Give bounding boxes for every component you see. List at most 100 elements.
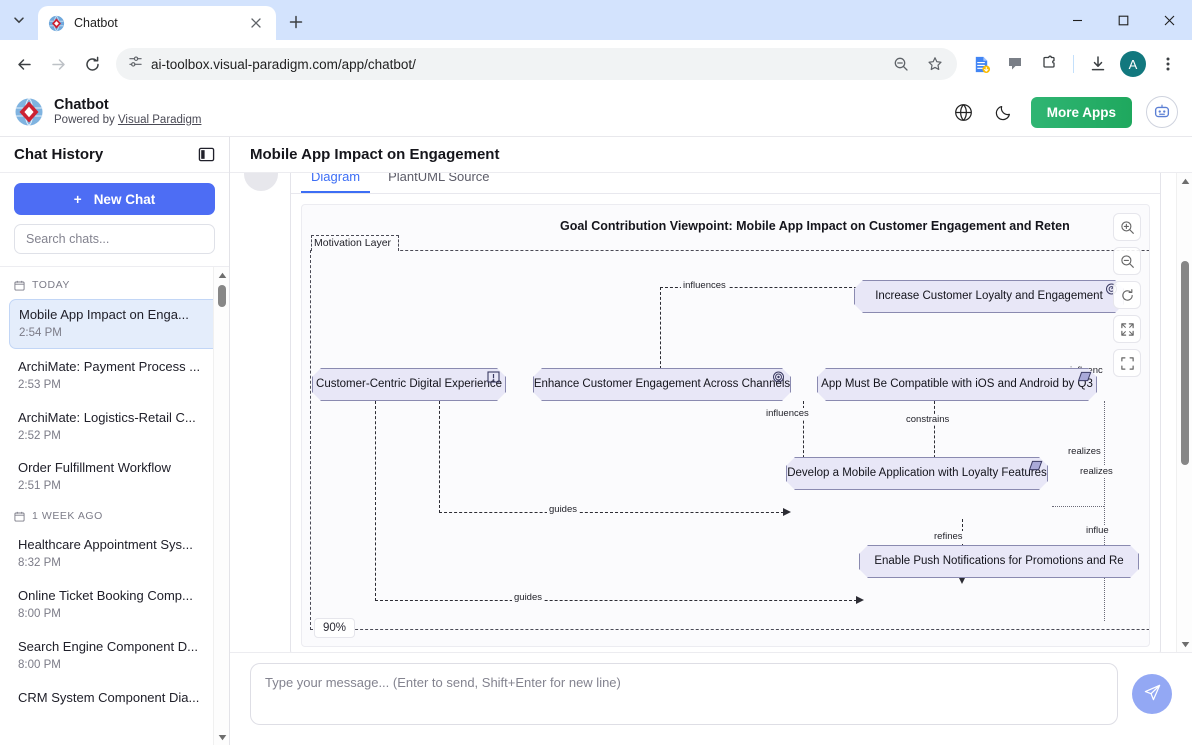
edge-label-realizes: realizes [1066, 446, 1103, 457]
zoom-in-icon[interactable] [1113, 213, 1141, 241]
tab-plantuml-source[interactable]: PlantUML Source [388, 173, 490, 184]
chat-list-item[interactable]: ArchiMate: Logistics-Retail C... 2:52 PM [9, 403, 220, 451]
tab-diagram[interactable]: Diagram [301, 173, 371, 193]
visual-paradigm-logo-icon [14, 97, 44, 127]
chat-item-time: 8:00 PM [18, 658, 61, 671]
more-apps-button[interactable]: More Apps [1030, 96, 1132, 128]
close-icon[interactable] [246, 13, 266, 33]
edge-realizes-h [1052, 506, 1104, 507]
window-close-button[interactable] [1146, 0, 1192, 40]
window-minimize-button[interactable] [1054, 0, 1100, 40]
chat-list-item[interactable]: Search Engine Component D... 8:00 PM [9, 632, 220, 680]
chat-item-time: 2:51 PM [18, 480, 61, 493]
visual-paradigm-icon [48, 15, 65, 32]
scroll-down-icon[interactable] [214, 729, 229, 745]
conversation-scrollbar[interactable] [1176, 173, 1192, 652]
fit-to-screen-icon[interactable] [1113, 349, 1141, 377]
globe-icon[interactable] [951, 99, 977, 125]
chat-item-name: Search Engine Component D... [18, 638, 198, 654]
send-button[interactable] [1132, 674, 1172, 714]
arrowhead-right [783, 508, 791, 516]
edge-influences-1-v [660, 287, 661, 369]
arrowhead-right [856, 596, 864, 604]
conversation-scroll-thumb[interactable] [1181, 261, 1189, 465]
tab-search-dropdown-button[interactable] [4, 5, 34, 35]
edge-label-refines: refines [932, 531, 965, 542]
scroll-up-icon[interactable] [214, 267, 229, 283]
chat-history-sidebar: Chat History + New Chat TODAY [0, 137, 230, 745]
diagram-node-develop-mobile-application[interactable]: Develop a Mobile Application with Loyalt… [786, 457, 1048, 490]
diagram-node-increase-customer-loyalty[interactable]: Increase Customer Loyalty and Engagement [854, 280, 1124, 313]
sidebar-header: Chat History [0, 137, 229, 173]
browser-tab[interactable]: Chatbot [38, 6, 276, 40]
chat-item-name: Order Fulfillment Workflow [18, 460, 171, 476]
chat-list-item[interactable]: CRM System Component Dia... [9, 683, 220, 714]
diagram-node-customer-centric-digital-experience[interactable]: Customer-Centric Digital Experience [312, 368, 506, 401]
message-composer-area [230, 652, 1192, 745]
panel-collapse-icon[interactable] [198, 146, 215, 163]
url-text: ai-toolbox.visual-paradigm.com/app/chatb… [151, 56, 416, 72]
diagram-card: Diagram PlantUML Source Goal Contributio… [290, 173, 1161, 652]
diagram-node-enable-push-notifications[interactable]: Enable Push Notifications for Promotions… [859, 545, 1139, 578]
scroll-up-icon[interactable] [1177, 173, 1192, 189]
chat-list-item[interactable]: Mobile App Impact on Enga... 2:54 PM [9, 299, 220, 349]
edge-constrains-v [934, 401, 935, 463]
node-label: Enable Push Notifications for Promotions… [874, 555, 1124, 567]
downloads-icon[interactable] [1082, 48, 1114, 80]
address-bar[interactable]: ai-toolbox.visual-paradigm.com/app/chatb… [116, 48, 957, 80]
edge-label-influences: influences [764, 408, 811, 419]
edge-realizes-v [1104, 401, 1105, 621]
comment-extension-icon[interactable] [999, 48, 1031, 80]
edge-guides-1-v [439, 401, 440, 513]
node-label: Develop a Mobile Application with Loyalt… [787, 467, 1047, 479]
moon-icon[interactable] [991, 99, 1017, 125]
chat-list-item[interactable]: ArchiMate: Payment Process ... 2:53 PM [9, 352, 220, 400]
new-chat-button[interactable]: + New Chat [14, 183, 215, 215]
assistant-message-row: Diagram PlantUML Source Goal Contributio… [230, 173, 1175, 652]
site-settings-icon[interactable] [128, 54, 143, 74]
document-extension-icon[interactable] [965, 48, 997, 80]
chat-item-name: Mobile App Impact on Enga... [19, 307, 189, 322]
profile-avatar[interactable]: A [1120, 51, 1146, 77]
chat-item-time: 8:00 PM [18, 608, 61, 621]
back-icon[interactable] [8, 48, 40, 80]
reload-icon[interactable] [76, 48, 108, 80]
diagram-canvas-container[interactable]: Goal Contribution Viewpoint: Mobile App … [301, 204, 1150, 647]
fullscreen-icon[interactable] [1113, 315, 1141, 343]
chat-list-item[interactable]: Order Fulfillment Workflow 2:51 PM [9, 453, 220, 501]
card-tabs: Diagram PlantUML Source [291, 173, 1160, 194]
edge-guides-2-v [375, 401, 376, 601]
window-maximize-button[interactable] [1100, 0, 1146, 40]
diagram-canvas[interactable]: Goal Contribution Viewpoint: Mobile App … [302, 205, 1149, 646]
chat-list-item[interactable]: Online Ticket Booking Comp... 8:00 PM [9, 581, 220, 629]
sidebar-scrollbar[interactable] [213, 267, 229, 745]
page-title: Mobile App Impact on Engagement [250, 146, 500, 163]
diagram-node-app-compatible-ios-android[interactable]: App Must Be Compatible with iOS and Andr… [817, 368, 1097, 401]
sidebar-scroll-thumb[interactable] [218, 285, 226, 307]
diagram-zoom-toolbar [1113, 213, 1141, 377]
zoom-out-page-icon[interactable] [885, 48, 917, 80]
visual-paradigm-link[interactable]: Visual Paradigm [117, 113, 202, 126]
bookmark-star-icon[interactable] [919, 48, 951, 80]
zoom-out-icon[interactable] [1113, 247, 1141, 275]
message-input[interactable] [250, 663, 1118, 725]
diagram-node-enhance-customer-engagement[interactable]: Enhance Customer Engagement Across Chann… [533, 368, 791, 401]
node-label: Enhance Customer Engagement Across Chann… [533, 378, 791, 390]
zoom-level-badge: 90% [314, 618, 356, 638]
conversation-area: Diagram PlantUML Source Goal Contributio… [230, 173, 1192, 652]
chatbot-avatar-icon[interactable] [1146, 96, 1178, 128]
forward-icon[interactable] [42, 48, 74, 80]
extensions-puzzle-icon[interactable] [1033, 48, 1065, 80]
tab-title: Chatbot [74, 16, 118, 30]
scroll-down-icon[interactable] [1177, 636, 1192, 652]
reset-zoom-icon[interactable] [1113, 281, 1141, 309]
chat-list-item[interactable]: Healthcare Appointment Sys... 8:32 PM [9, 530, 220, 578]
search-input[interactable] [14, 224, 215, 254]
diagram-title: Goal Contribution Viewpoint: Mobile App … [560, 219, 1070, 233]
chrome-menu-icon[interactable] [1152, 48, 1184, 80]
main-title-bar: Mobile App Impact on Engagement [230, 137, 1192, 173]
page-content: Chatbot Powered by Visual Paradigm More … [0, 88, 1192, 745]
new-tab-button[interactable] [282, 8, 310, 36]
edge-label-guides: guides [547, 504, 579, 515]
goal-icon [772, 371, 785, 382]
